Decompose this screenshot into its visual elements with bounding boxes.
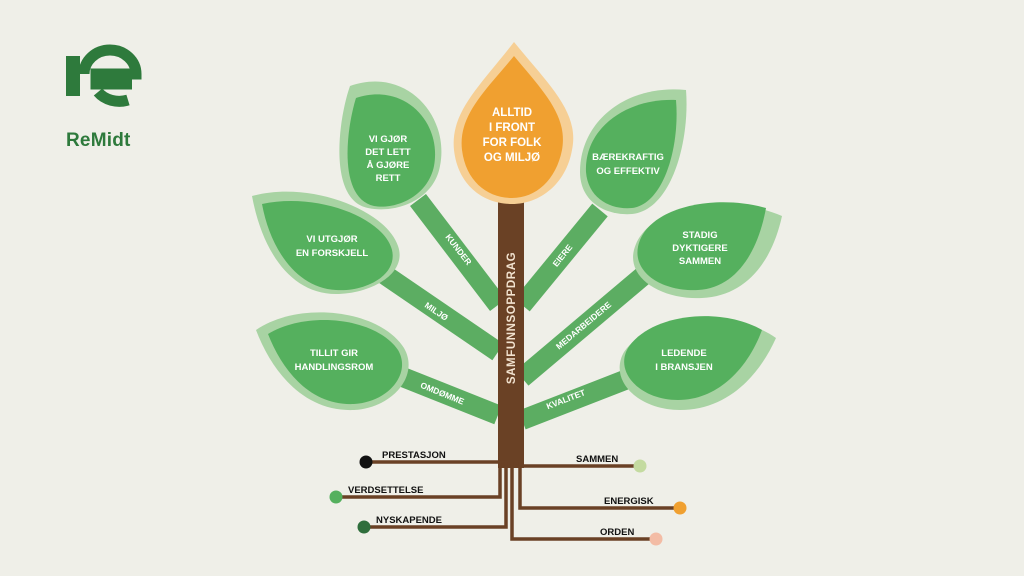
root-label-prestasjon: PRESTASJON [382, 450, 446, 461]
leaf-eiere-line-1: BÆREKRAFTIG [592, 152, 664, 163]
trunk [498, 196, 524, 468]
leaf-omdomme-line-1: TILLIT GIR [310, 348, 358, 359]
root-energisk-line [518, 462, 680, 510]
branch-label-medarbeidere: MEDARBEIDERE [554, 299, 614, 351]
leaf-kvalitet-line-2: I BRANSJEN [655, 362, 713, 373]
branch-eiere [514, 203, 608, 312]
trunk-label: SAMFUNNSOPPDRAG [506, 252, 518, 384]
root-label-sammen: SAMMEN [576, 454, 618, 465]
leaf-medarbeidere-line-2: DYKTIGERE [672, 243, 727, 254]
leaf-kunder-line-4: RETT [376, 173, 401, 184]
crown-line-2: I FRONT [489, 122, 535, 134]
leaf-medarbeidere-line-1: STADIG [682, 230, 717, 241]
leaf-eiere [580, 89, 687, 215]
root-dot-energisk [673, 501, 687, 515]
root-nyskapende-line [364, 462, 508, 529]
brand-name: ReMidt [66, 130, 131, 151]
leaf-kunder-line-1: VI GJØR [369, 134, 408, 145]
leaf-kvalitet [619, 316, 776, 410]
leaf-miljo-line-2: EN FORSKJELL [296, 248, 369, 259]
branch-medarbeidere [515, 262, 657, 386]
crown-line-1: ALLTID [492, 107, 532, 119]
leaf-kunder-line-2: DET LETT [365, 147, 411, 158]
remidt-logo-icon [66, 44, 142, 107]
root-label-orden: ORDEN [600, 527, 634, 538]
root-verdsettelse-line [336, 462, 502, 499]
leaf-miljo-line-1: VI UTGJØR [306, 234, 357, 245]
root-label-verdsettelse: VERDSETTELSE [348, 485, 424, 496]
leaf-miljo [252, 191, 400, 294]
leaf-kunder-line-3: Å GJØRE [367, 160, 410, 171]
root-label-energisk: ENERGISK [604, 496, 654, 507]
leaf-kunder [339, 81, 442, 210]
leaf-kvalitet-line-1: LEDENDE [661, 348, 706, 359]
branch-omdomme [386, 362, 502, 425]
root-orden-line [510, 462, 656, 541]
leaves [252, 81, 782, 411]
leaf-medarbeidere-line-3: SAMMEN [679, 256, 721, 267]
crown-line-4: OG MILJØ [484, 152, 540, 164]
root-dot-sammen [633, 459, 647, 473]
crown-line-3: FOR FOLK [483, 137, 542, 149]
leaf-omdomme [256, 312, 409, 411]
leaf-omdomme-line-2: HANDLINGSROM [295, 362, 374, 373]
branches [369, 193, 657, 430]
root-dot-orden [649, 532, 663, 546]
branch-kvalitet [518, 368, 634, 430]
crown-flame [453, 42, 574, 204]
root-dot-verdsettelse [329, 490, 343, 504]
leaf-eiere-line-2: OG EFFEKTIV [596, 166, 660, 177]
roots [329, 455, 687, 546]
branch-kunder [410, 193, 506, 312]
root-dot-nyskapende [357, 520, 371, 534]
leaf-medarbeidere [633, 202, 782, 299]
root-dot-prestasjon [359, 455, 373, 469]
branch-miljo [369, 259, 504, 361]
root-label-nyskapende: NYSKAPENDE [376, 515, 442, 526]
